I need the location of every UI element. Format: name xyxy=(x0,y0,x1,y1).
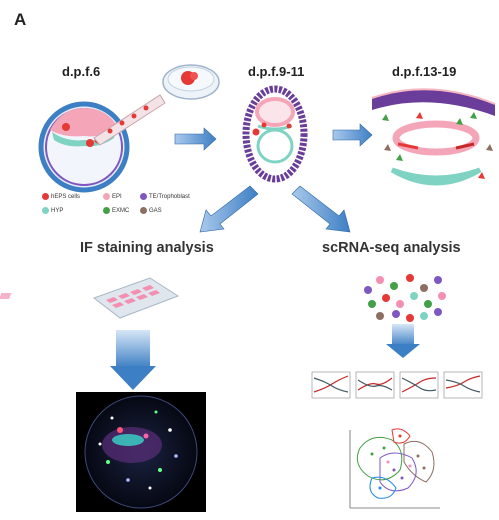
arrow-down-right xyxy=(291,185,351,233)
legend-item-te: TE/Trophoblast xyxy=(140,193,190,200)
mini-plot xyxy=(355,371,395,399)
blastocyst-dpf6 xyxy=(38,101,130,193)
legend-swatch xyxy=(103,207,110,214)
legend-label: HYP xyxy=(51,207,64,214)
arrow-down-left xyxy=(199,185,259,233)
scrna-analysis-label: scRNA-seq analysis xyxy=(322,240,461,256)
legend-swatch xyxy=(42,193,49,200)
legend-label: GAS xyxy=(149,207,162,214)
legend-item-epi: EPI xyxy=(103,193,122,200)
legend-item-heps: hEPS cells xyxy=(42,193,80,200)
pseudotime-plots xyxy=(311,371,483,399)
legend-swatch xyxy=(140,193,147,200)
fluorescence-image xyxy=(76,392,206,512)
arrow-down-seq xyxy=(386,324,420,358)
stage-label-dpf9-11: d.p.f.9-11 xyxy=(248,64,305,79)
pipette xyxy=(93,94,166,146)
stage-label-dpf6: d.p.f.6 xyxy=(62,64,101,79)
legend-item-hyp: HYP xyxy=(42,207,63,214)
arrow-right-1 xyxy=(174,127,217,151)
petri-dish xyxy=(162,64,220,100)
if-analysis-label: IF staining analysis xyxy=(80,240,214,256)
legend-item-exmc: EXMC xyxy=(103,207,129,214)
legend-label: TE/Trophoblast xyxy=(149,193,190,200)
legend-label: hEPS cells xyxy=(51,193,81,200)
mini-plot xyxy=(399,371,439,399)
legend-label: EXMC xyxy=(112,207,130,214)
legend-label: EPI xyxy=(112,193,122,200)
legend-swatch xyxy=(42,207,49,214)
arrow-right-2 xyxy=(332,123,373,147)
umap-plot xyxy=(349,428,440,509)
arrow-down-if xyxy=(110,330,156,390)
legend-swatch xyxy=(103,193,110,200)
chamber-slide xyxy=(0,277,180,319)
embryo-dpf9-11 xyxy=(242,85,308,183)
mini-plot xyxy=(443,371,483,399)
mini-plot xyxy=(311,371,351,399)
stage-label-dpf13-19: d.p.f.13-19 xyxy=(392,64,457,79)
legend-item-gas: GAS xyxy=(140,207,162,214)
cell-dots xyxy=(364,274,446,322)
panel-label: A xyxy=(14,10,27,29)
legend-swatch xyxy=(140,207,147,214)
embryo-dpf13-19 xyxy=(371,88,496,186)
